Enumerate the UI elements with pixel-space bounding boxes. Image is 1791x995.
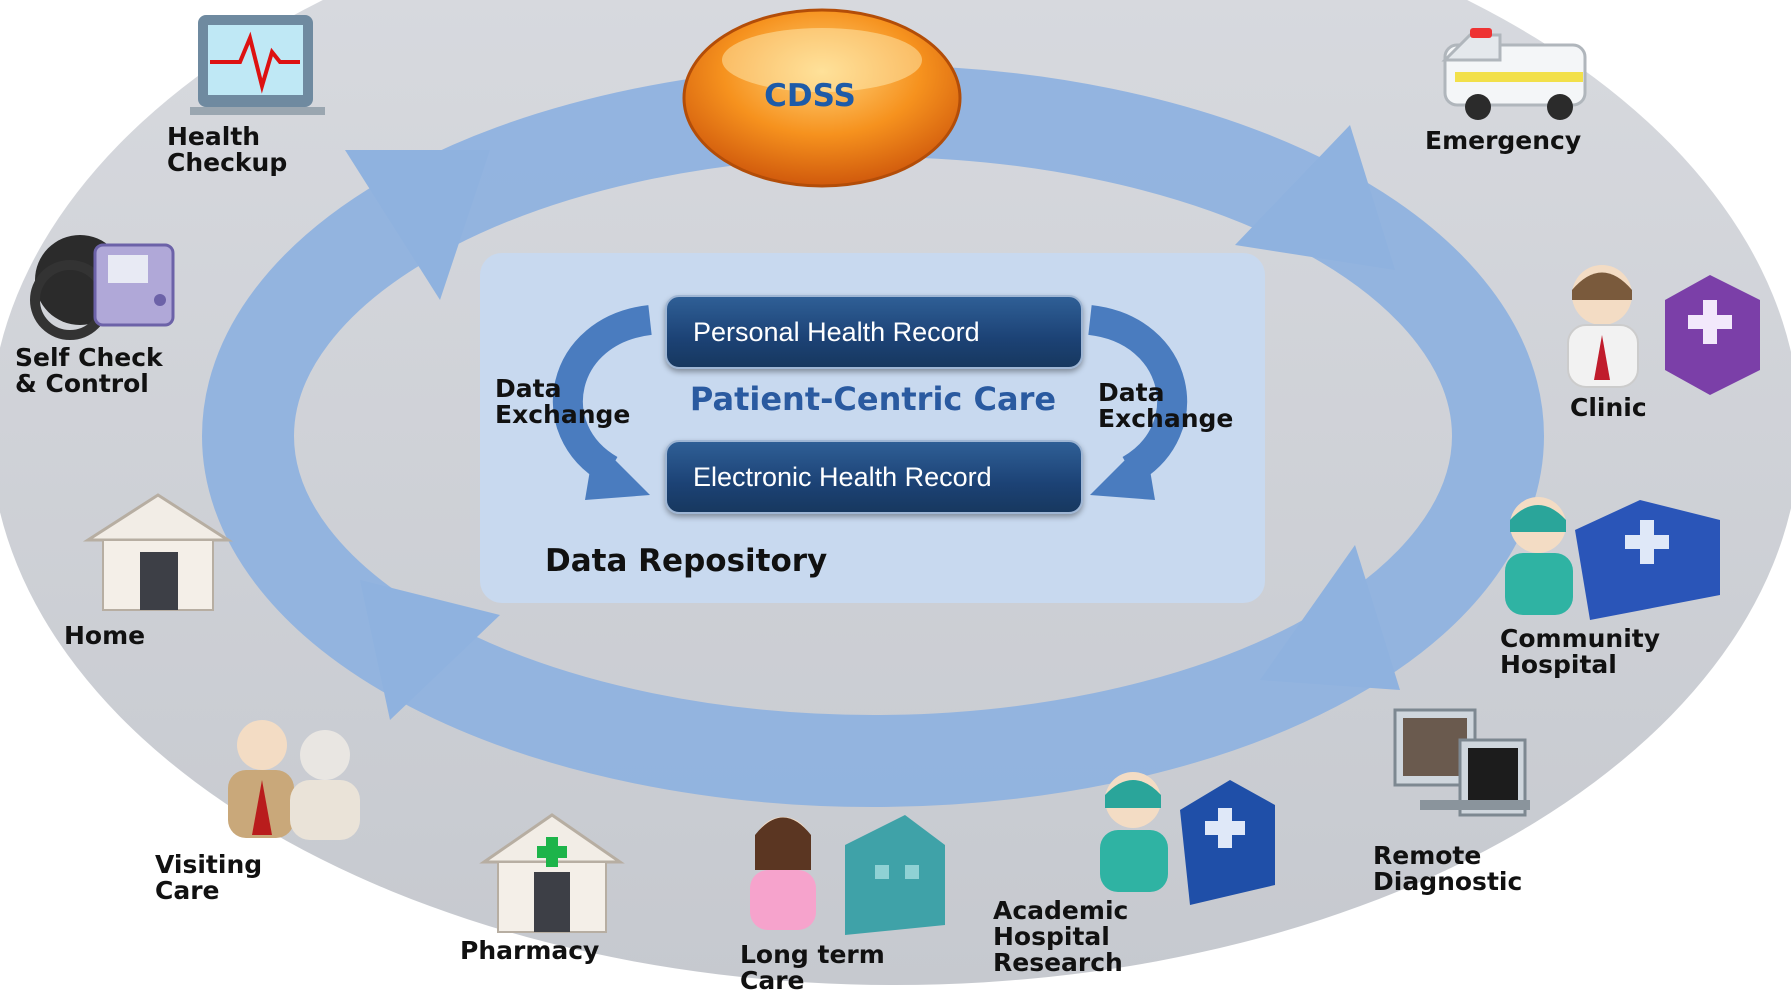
visiting-care-line2: Care — [155, 876, 220, 905]
exchange-arrow-left — [552, 305, 653, 484]
pharmacy-label: Pharmacy — [460, 938, 599, 964]
exchange-arrowhead-left — [585, 440, 650, 500]
cycle-arrow-bottom-left — [360, 580, 500, 720]
cdss-label: CDSS — [764, 78, 856, 114]
personal-health-record-label: Personal Health Record — [693, 317, 980, 347]
elderly-couple-icon — [228, 720, 360, 840]
cdss-ellipse — [682, 8, 962, 188]
community-hospital-line2: Hospital — [1500, 650, 1617, 679]
data-repository-label: Data Repository — [545, 543, 828, 579]
self-check-line2: & Control — [15, 369, 149, 398]
home-line1: Home — [64, 621, 146, 650]
visiting-care-label: Visiting Care — [155, 852, 262, 904]
emergency-line1: Emergency — [1425, 126, 1582, 155]
academic-hospital-line2: Hospital — [993, 922, 1110, 951]
health-checkup-line2: Checkup — [167, 148, 288, 177]
academic-hospital-line1: Academic — [993, 896, 1129, 925]
patient-centric-care-title: Patient-Centric Care — [689, 380, 1057, 418]
remote-diagnostic-line2: Diagnostic — [1373, 867, 1523, 896]
home-label: Home — [64, 623, 145, 649]
pharmacy-line1: Pharmacy — [460, 936, 600, 965]
remote-diagnostic-line1: Remote — [1373, 841, 1482, 870]
personal-health-record-box: Personal Health Record — [665, 295, 1083, 369]
data-exchange-right-label: Data Exchange — [1098, 380, 1233, 432]
academic-hospital-line3: Research — [993, 948, 1123, 977]
data-exchange-left-line1: Data — [495, 374, 562, 403]
data-exchange-left-label: Data Exchange — [495, 376, 630, 428]
cycle-arrow-top-left — [345, 150, 490, 300]
blood-pressure-monitor-icon — [30, 235, 175, 340]
pharmacy-icon — [479, 813, 625, 933]
data-exchange-left-line2: Exchange — [495, 400, 631, 429]
exchange-arrowhead-right — [1090, 440, 1155, 500]
remote-diagnostic-label: Remote Diagnostic — [1373, 843, 1522, 895]
electronic-health-record-label: Electronic Health Record — [693, 462, 992, 492]
clinic-line1: Clinic — [1570, 393, 1647, 422]
academic-hospital-icon — [1100, 772, 1275, 905]
self-check-label: Self Check & Control — [15, 345, 163, 397]
cycle-arrow-bottom-right — [1260, 545, 1400, 690]
clinic-icon — [1567, 265, 1760, 395]
data-exchange-right-line1: Data — [1098, 378, 1165, 407]
long-term-care-icon — [750, 815, 945, 935]
clinic-label: Clinic — [1570, 395, 1647, 421]
community-hospital-icon — [1505, 497, 1720, 620]
electronic-health-record-box: Electronic Health Record — [665, 440, 1083, 514]
community-hospital-label: Community Hospital — [1500, 626, 1660, 678]
self-check-line1: Self Check — [15, 343, 163, 372]
visiting-care-line1: Visiting — [155, 850, 263, 879]
health-checkup-line1: Health — [167, 122, 261, 151]
cycle-arrow-top-right — [1235, 125, 1395, 270]
health-checkup-label: Health Checkup — [167, 124, 287, 176]
cdss-highlight — [722, 28, 922, 92]
data-exchange-right-line2: Exchange — [1098, 404, 1234, 433]
long-term-care-label: Long term Care — [740, 942, 885, 994]
long-term-care-line1: Long term — [740, 940, 885, 969]
home-icon — [82, 493, 234, 611]
ambulance-icon — [1441, 28, 1587, 120]
emergency-label: Emergency — [1425, 128, 1581, 154]
remote-diagnostic-icon — [1393, 708, 1530, 817]
academic-hospital-label: Academic Hospital Research — [993, 898, 1128, 976]
monitor-icon — [190, 15, 325, 115]
exchange-arrow-right — [1087, 305, 1188, 484]
community-hospital-line1: Community — [1500, 624, 1661, 653]
long-term-care-line2: Care — [740, 966, 805, 995]
